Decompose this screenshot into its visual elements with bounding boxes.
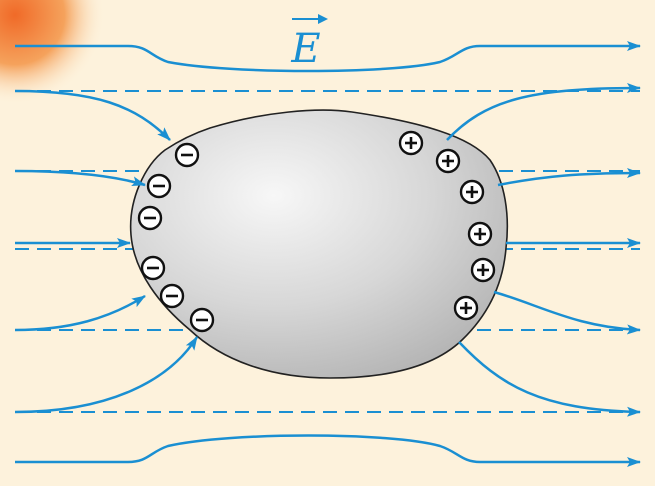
positive-charge-icon — [459, 179, 485, 205]
field-line-out — [493, 290, 641, 335]
positive-charge-icon — [398, 130, 424, 156]
field-line-in — [14, 294, 146, 332]
positive-charge-icon — [435, 148, 461, 174]
negative-charges — [137, 142, 215, 333]
field-lines — [14, 41, 641, 467]
field-line-bottom — [15, 434, 641, 467]
positive-charges — [398, 130, 496, 321]
field-line-out — [446, 83, 641, 141]
field-line-in — [14, 336, 199, 414]
positive-charge-icon — [470, 257, 496, 283]
field-line-top — [15, 41, 641, 73]
conductor-body — [129, 109, 509, 379]
positive-charge-icon — [453, 295, 479, 321]
field-line-in — [14, 169, 146, 187]
negative-charge-icon — [146, 173, 172, 199]
negative-charge-icon — [189, 307, 215, 333]
field-line-in — [14, 89, 171, 141]
field-line-out — [497, 168, 641, 187]
corner-glow — [0, 0, 110, 110]
field-label: E — [290, 14, 328, 72]
negative-charge-icon — [137, 205, 163, 231]
field-label-text: E — [290, 26, 320, 72]
negative-charge-icon — [174, 142, 200, 168]
negative-charge-icon — [159, 283, 185, 309]
field-arrow-icon — [318, 14, 328, 24]
negative-charge-icon — [140, 255, 166, 281]
field-line-out — [458, 341, 641, 417]
positive-charge-icon — [467, 221, 493, 247]
